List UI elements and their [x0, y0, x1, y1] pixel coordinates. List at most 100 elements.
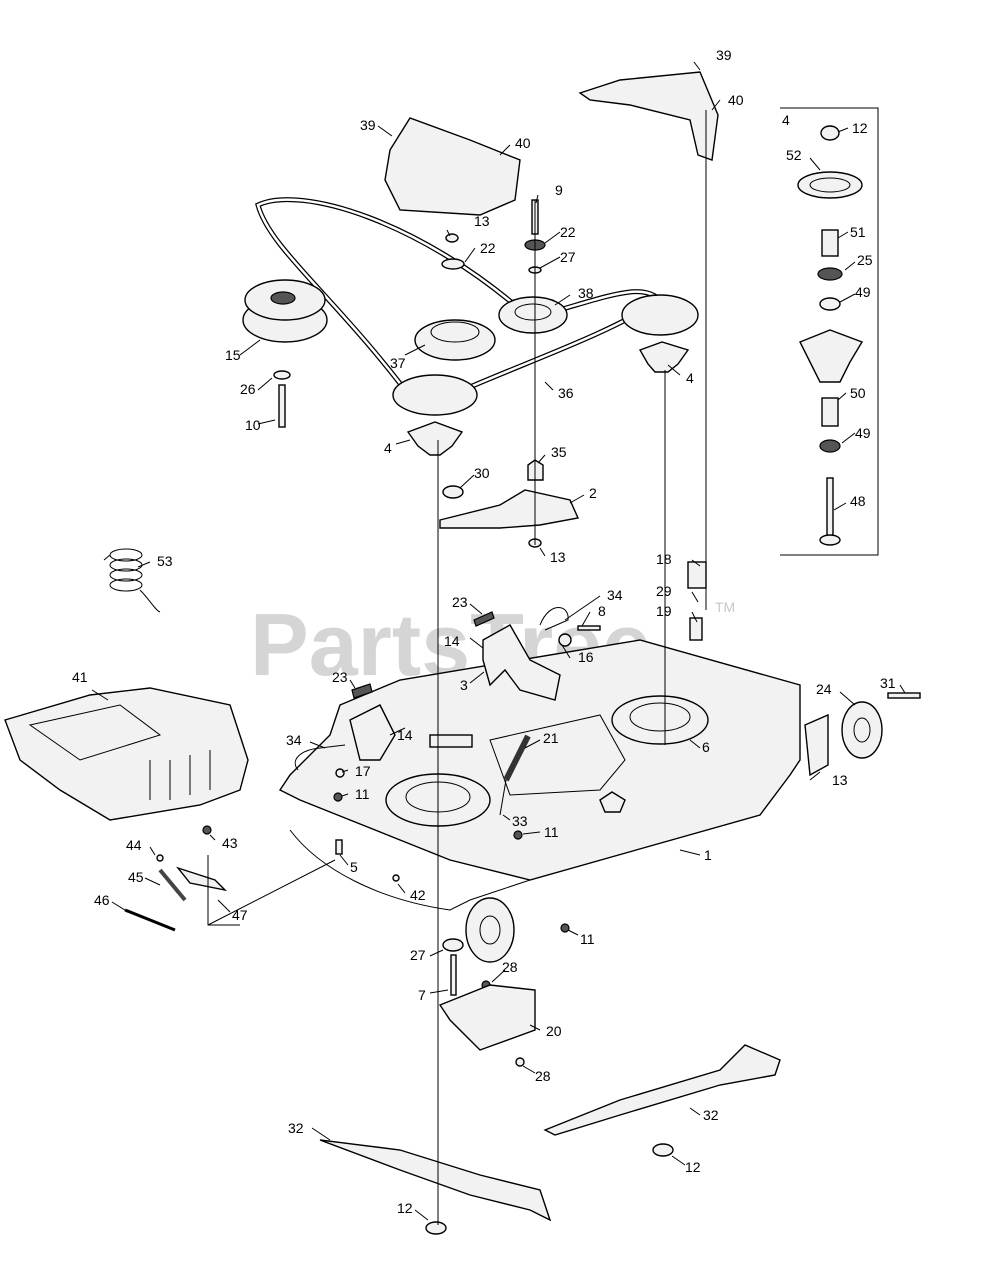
- part-8-bolt[interactable]: [577, 625, 601, 631]
- part-12-nut-right[interactable]: [652, 1143, 674, 1157]
- part-38-idler-pulley[interactable]: [498, 296, 568, 334]
- callout-36: 36: [558, 385, 574, 401]
- watermark-trademark: TM: [715, 599, 735, 615]
- part-34-pin-top[interactable]: [539, 607, 569, 631]
- part-52-pulley[interactable]: [797, 171, 863, 199]
- part-49-bearing-upper[interactable]: [819, 297, 841, 311]
- part-26-washer[interactable]: [273, 370, 291, 380]
- callout-12: 12: [852, 120, 868, 136]
- inset-bracket: [780, 107, 879, 556]
- part-24-wheel[interactable]: [841, 701, 883, 759]
- callout-2: 2: [589, 485, 597, 501]
- part-5-pin[interactable]: [335, 839, 343, 855]
- part-27-washer-b[interactable]: [442, 938, 464, 952]
- part-23-spring[interactable]: [351, 683, 373, 699]
- part-17-washer[interactable]: [335, 768, 345, 778]
- part-3-bracket[interactable]: [482, 624, 561, 701]
- callout-8: 8: [598, 603, 606, 619]
- part-11-nut-c[interactable]: [560, 923, 570, 933]
- spindle-inset: 4: [780, 107, 879, 556]
- callout-45: 45: [128, 869, 144, 885]
- callout-11: 11: [355, 786, 370, 802]
- part-47-bracket[interactable]: [175, 866, 228, 892]
- part-28-screw[interactable]: [515, 1057, 525, 1067]
- callout-44: 44: [126, 837, 142, 853]
- part-43-nut[interactable]: [202, 825, 212, 835]
- deck-bracket-small: [599, 791, 626, 813]
- spindle-housing[interactable]: [799, 329, 864, 383]
- callout-7: 7: [418, 987, 426, 1003]
- callout-19: 19: [656, 603, 672, 619]
- callout-43: 43: [222, 835, 238, 851]
- callout-48: 48: [850, 493, 866, 509]
- part-42-bolt[interactable]: [392, 874, 400, 882]
- part-53-spring[interactable]: [103, 548, 161, 613]
- part-12-nut[interactable]: [820, 125, 840, 141]
- spindle-pulley-left[interactable]: [392, 374, 478, 416]
- part-37-idler-pulley[interactable]: [414, 319, 496, 361]
- part-51-spacer[interactable]: [821, 229, 839, 257]
- part-31-bolt[interactable]: [887, 692, 921, 699]
- part-41-discharge-chute[interactable]: [4, 687, 249, 821]
- callout-23: 23: [332, 669, 348, 685]
- callout-17: 17: [355, 763, 371, 779]
- part-21-spring[interactable]: [503, 734, 531, 782]
- part-19-bolt[interactable]: [689, 617, 703, 641]
- callouts: 39 40 39 40 9 13 22 22 27 38 15 37 26 10…: [72, 47, 896, 1216]
- part-48-spindle-shaft[interactable]: [826, 477, 834, 537]
- spindle-pulley-right[interactable]: [621, 294, 699, 336]
- callout-28: 28: [502, 959, 518, 975]
- part-50-spacer[interactable]: [821, 397, 839, 427]
- callout-40: 40: [728, 92, 744, 108]
- part-11-nut[interactable]: [333, 792, 343, 802]
- callout-24: 24: [816, 681, 832, 697]
- part-33-eyebolt[interactable]: [499, 779, 507, 816]
- part-46-rod[interactable]: [124, 908, 176, 932]
- part-7-bolt[interactable]: [450, 954, 457, 996]
- part-2-idler-bracket[interactable]: [439, 489, 580, 529]
- callout-21: 21: [543, 730, 559, 746]
- callout-14: 14: [444, 633, 460, 649]
- part-20-bracket[interactable]: [438, 984, 536, 1051]
- part-25-washer[interactable]: [817, 267, 843, 281]
- part-45-spring[interactable]: [158, 868, 187, 902]
- part-34-pin[interactable]: [294, 744, 346, 771]
- callout-22: 22: [480, 240, 496, 256]
- part-4-spindle-left[interactable]: [406, 421, 464, 456]
- callout-35: 35: [551, 444, 567, 460]
- part-49-bearing-lower[interactable]: [819, 439, 841, 453]
- callout-52: 52: [786, 147, 802, 163]
- callout-29: 29: [656, 583, 672, 599]
- callout-42: 42: [410, 887, 426, 903]
- part-13-wheel-bracket[interactable]: [804, 713, 829, 777]
- part-16-sprocket[interactable]: [558, 633, 572, 647]
- callout-32: 32: [703, 1107, 719, 1123]
- part-14-plate[interactable]: [429, 734, 473, 748]
- part-22-washer[interactable]: [441, 258, 465, 270]
- part-30-spacer[interactable]: [442, 485, 464, 499]
- callout-13: 13: [474, 213, 490, 229]
- part-40-belt-cover-right[interactable]: [578, 71, 719, 161]
- part-10-bolt[interactable]: [278, 384, 286, 428]
- callout-49: 49: [855, 425, 871, 441]
- callout-46: 46: [94, 892, 110, 908]
- part-23-spring-top[interactable]: [473, 611, 495, 627]
- part-13-nut[interactable]: [445, 233, 459, 243]
- callout-4: 4: [686, 370, 694, 386]
- part-32-blade-left[interactable]: [319, 1139, 552, 1222]
- part-44-washer[interactable]: [156, 854, 164, 862]
- part-14-bracket[interactable]: [349, 704, 396, 761]
- inset-label: 4: [782, 112, 790, 128]
- callout-47: 47: [232, 907, 248, 923]
- callout-34: 34: [607, 587, 623, 603]
- callout-1: 1: [704, 847, 712, 863]
- part-18-spring[interactable]: [687, 561, 707, 589]
- part-11-nut-b[interactable]: [513, 830, 523, 840]
- callout-12: 12: [397, 1200, 413, 1216]
- callout-39: 39: [360, 117, 376, 133]
- part-4-spindle-right[interactable]: [638, 341, 690, 373]
- part-40-belt-cover-left[interactable]: [384, 117, 521, 216]
- part-32-blade-right[interactable]: [543, 1044, 781, 1136]
- part-12-nut-left[interactable]: [425, 1221, 447, 1235]
- front-wheel[interactable]: [465, 897, 515, 963]
